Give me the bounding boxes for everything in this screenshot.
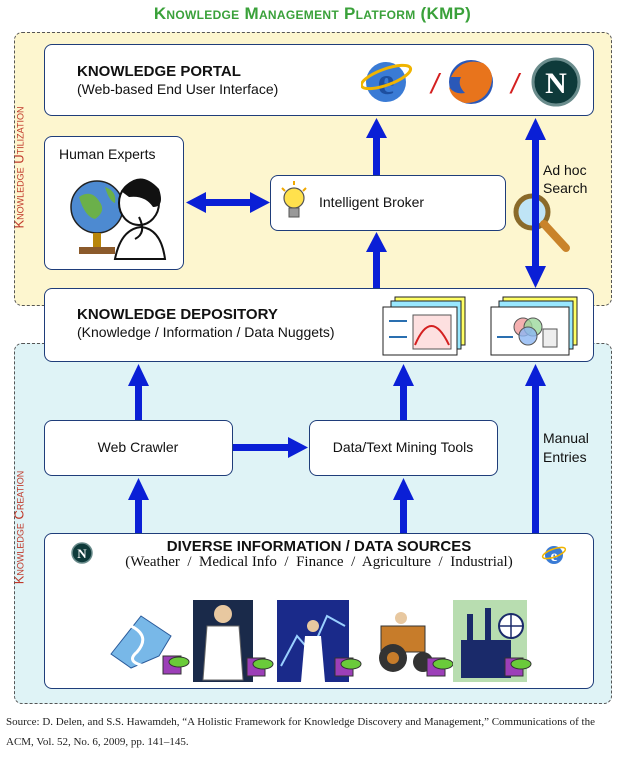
svg-text:N: N (545, 67, 567, 100)
thinker-globe-icon (70, 178, 167, 260)
arrow-broker-to-portal (366, 118, 387, 175)
mining-tools-box: Data/Text Mining Tools (309, 420, 498, 476)
source-note: Source: D. Delen, and S.S. Hawamdeh, “A … (6, 716, 595, 748)
industrial-icon (453, 600, 532, 682)
source-images (110, 600, 532, 682)
depository-subtitle: (Knowledge / Information / Data Nuggets) (77, 324, 335, 340)
search-label: Search (543, 180, 588, 196)
arrow-crawler-to-depository (128, 364, 149, 420)
arrow-sources-to-crawler (128, 478, 149, 533)
diagram-title: Knowledge Management Platform (KMP) (153, 4, 472, 23)
netscape-icon: N (531, 57, 581, 107)
data-nugget-cards (382, 296, 578, 356)
finance-icon (277, 600, 362, 682)
web-crawler-box: Web Crawler (44, 420, 233, 476)
portal-subtitle: (Web-based End User Interface) (77, 81, 279, 97)
arrow-experts-broker (186, 192, 270, 213)
data-sources-box: N e DIVERSE INFORMATION / DATA SOURCES (… (44, 533, 594, 689)
ie-small-icon: e (541, 546, 567, 565)
tractor-icon (379, 612, 454, 677)
lightbulb-icon (281, 181, 307, 218)
sources-subtitle: (Weather / Medical Info / Finance / Agri… (125, 554, 513, 570)
depository-title: KNOWLEDGE DEPOSITORY (77, 306, 278, 323)
separator-2: / (509, 68, 522, 99)
browser-icons: e / / N (361, 57, 581, 107)
ad-hoc-label: Ad hoc (543, 162, 587, 178)
entries-label: Entries (543, 449, 587, 465)
separator-1: / (429, 68, 442, 99)
arrow-mining-to-depository (393, 364, 414, 420)
venn-diagram-icon (490, 296, 578, 356)
mining-tools-label: Data/Text Mining Tools (332, 439, 474, 455)
arrow-adhoc-search (525, 118, 546, 288)
arrow-sources-to-mining (393, 478, 414, 533)
intelligent-broker-label: Intelligent Broker (319, 194, 425, 210)
human-experts-box: Human Experts (44, 136, 184, 270)
portal-title: KNOWLEDGE PORTAL (77, 63, 241, 80)
svg-text:N: N (77, 546, 87, 561)
medical-icon (193, 600, 274, 682)
internet-explorer-icon: e (361, 61, 413, 103)
distribution-chart-icon (382, 296, 466, 356)
intelligent-broker-box: Intelligent Broker (270, 175, 506, 231)
manual-label: Manual (543, 430, 589, 446)
arrow-depository-to-broker (366, 232, 387, 288)
knowledge-depository-box: KNOWLEDGE DEPOSITORY (Knowledge / Inform… (44, 288, 594, 362)
netscape-small-icon: N (71, 542, 93, 564)
firefox-icon (449, 60, 493, 104)
arrow-manual-entries (525, 364, 546, 533)
arrow-crawler-to-mining (233, 437, 308, 458)
web-crawler-label: Web Crawler (97, 439, 179, 455)
knowledge-portal-box: KNOWLEDGE PORTAL (Web-based End User Int… (44, 44, 594, 116)
human-experts-label: Human Experts (59, 146, 156, 162)
weather-icon (110, 615, 190, 675)
sources-title: DIVERSE INFORMATION / DATA SOURCES (166, 538, 472, 555)
